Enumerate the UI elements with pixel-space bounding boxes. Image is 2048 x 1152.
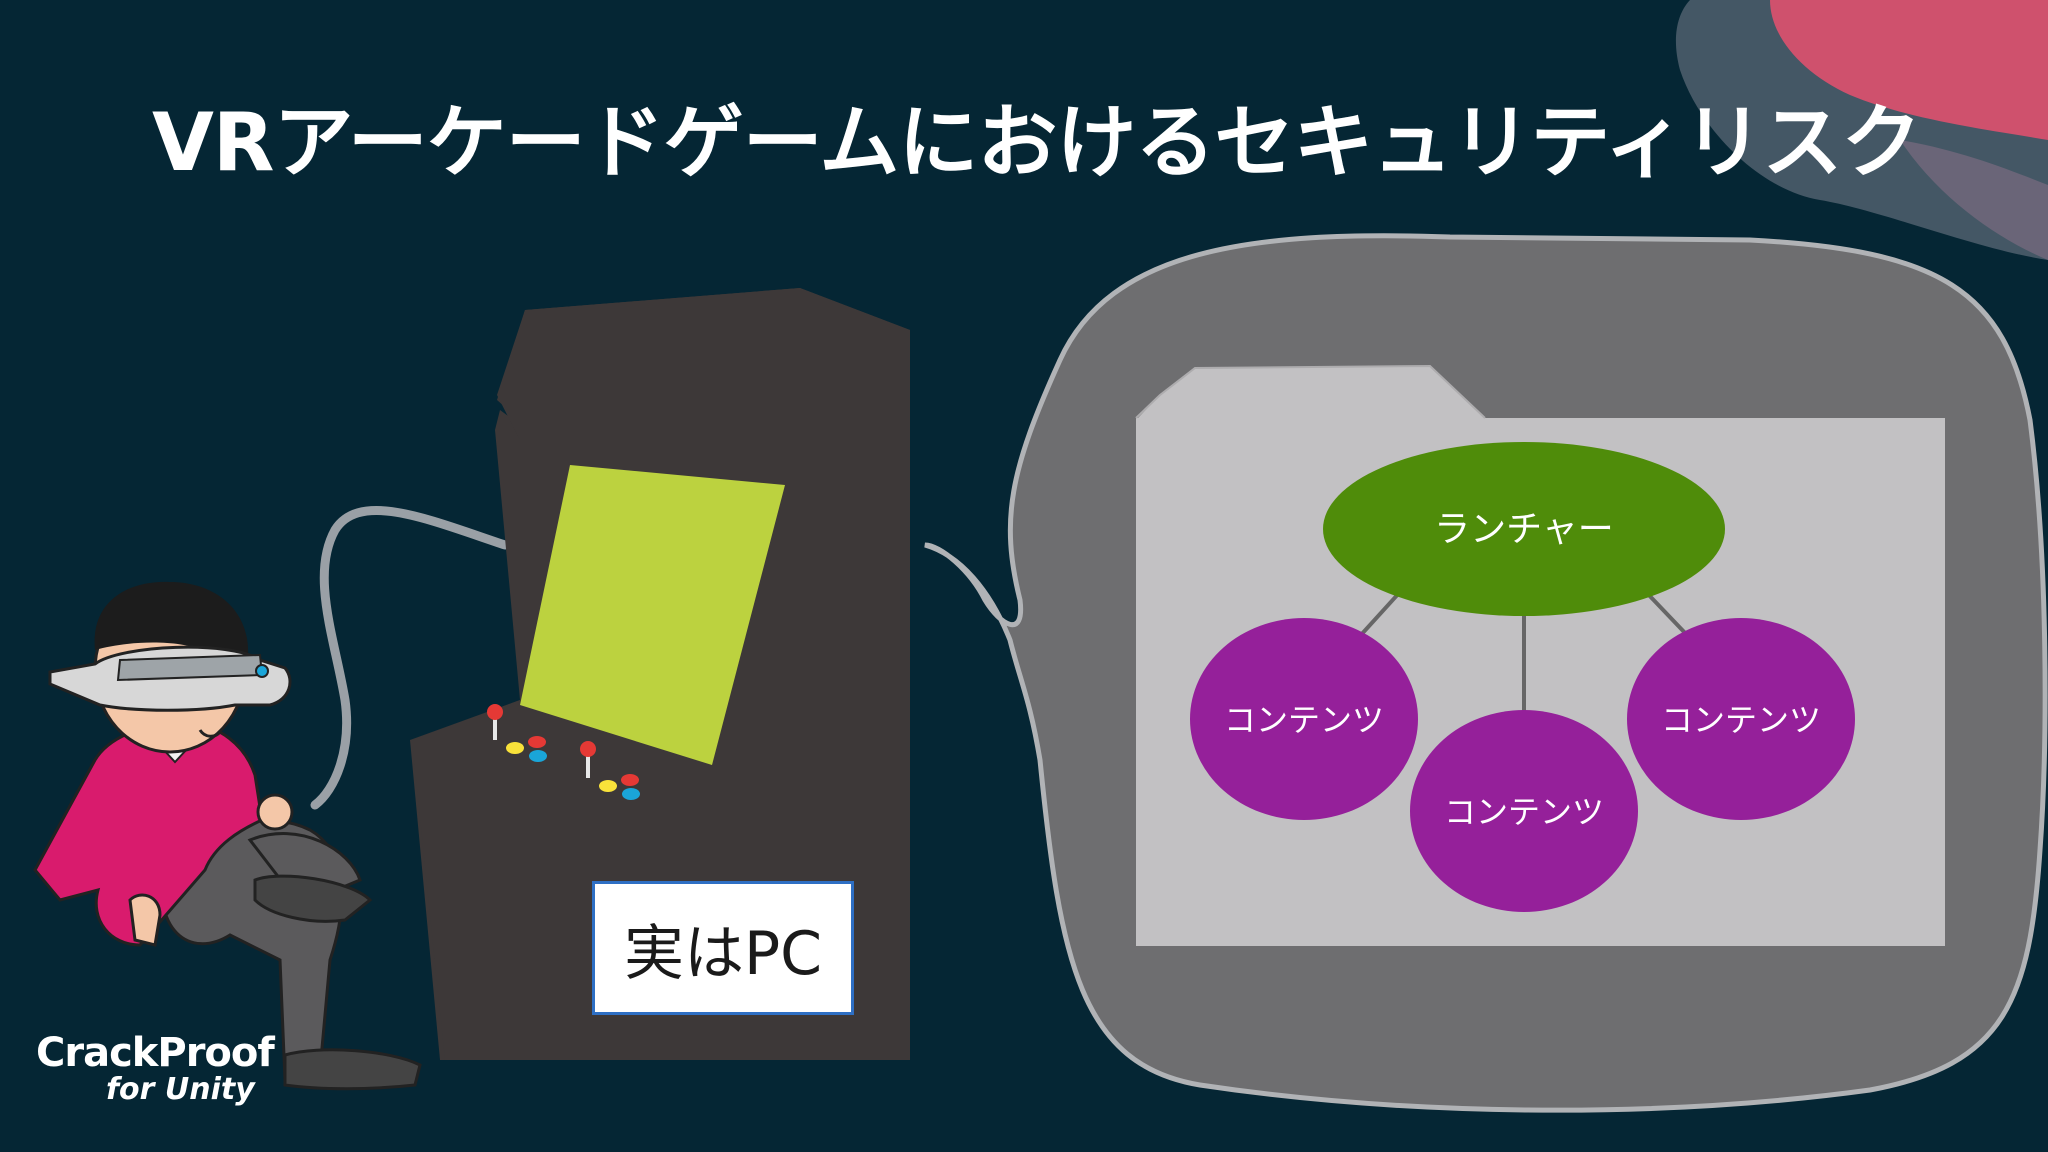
vr-player-illustration xyxy=(33,581,422,1091)
content-label-right: コンテンツ xyxy=(1661,701,1821,739)
brand-name: CrackProof xyxy=(36,1030,275,1076)
brand-logo: CrackProof for Unity xyxy=(36,1030,275,1107)
connector-left xyxy=(1358,590,1402,638)
slide-title: VRアーケードゲームにおけるセキュリティリスク xyxy=(152,96,1922,189)
connector-right xyxy=(1644,590,1689,637)
content-label-center: コンテンツ xyxy=(1444,793,1604,831)
content-node-left: コンテンツ xyxy=(1190,618,1418,820)
launcher-label: ランチャー xyxy=(1434,509,1614,550)
pc-label-text: 実はPC xyxy=(623,918,823,989)
pc-label-box: 実はPC xyxy=(592,881,854,1015)
arcade-cabinet xyxy=(410,288,910,1060)
diagram-connectors xyxy=(1358,590,1689,712)
arcade-screen xyxy=(520,465,785,765)
launcher-node: ランチャー xyxy=(1323,442,1725,616)
corner-decoration xyxy=(1675,0,2048,260)
content-node-right: コンテンツ xyxy=(1627,618,1855,820)
vr-cable xyxy=(310,506,510,810)
brand-subtitle: for Unity xyxy=(106,1072,255,1107)
content-node-center: コンテンツ xyxy=(1410,710,1638,912)
content-label-left: コンテンツ xyxy=(1224,701,1384,739)
